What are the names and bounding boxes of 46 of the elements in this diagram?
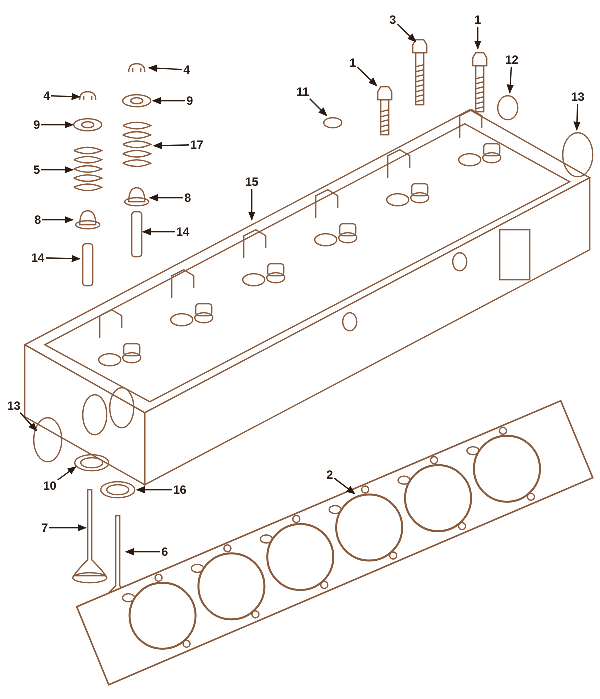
callout-number: 4: [44, 89, 50, 103]
callout-number: 10: [43, 479, 57, 493]
leader-line: [142, 228, 175, 236]
callout-number: 3: [390, 13, 396, 27]
callout-number: 9: [186, 94, 194, 108]
leader-line: [474, 27, 482, 50]
callout-number: 14: [31, 251, 45, 265]
leader-line: [248, 189, 256, 221]
callout-number: 15: [245, 175, 259, 189]
callout-number: 1: [474, 13, 482, 27]
callout-number: 6: [162, 545, 168, 559]
callout-number: 12: [505, 53, 519, 67]
leader-line: [149, 194, 184, 202]
callout-number: 13: [7, 399, 21, 413]
leader-line: [20, 412, 38, 432]
leader-line: [357, 66, 378, 87]
callout-number: 13: [571, 90, 585, 104]
leader-line: [125, 548, 160, 556]
leader-line: [148, 64, 183, 72]
leader-line: [58, 466, 77, 481]
leader-line: [46, 255, 81, 262]
callout-number: 14: [176, 225, 190, 239]
callout-number: 16: [173, 483, 187, 497]
callout-number: 5: [34, 163, 40, 177]
callout-number: 2: [326, 468, 334, 482]
leader-line: [50, 524, 87, 532]
callout-number: 7: [42, 521, 48, 535]
callout-number: 11: [296, 85, 310, 99]
callout-number: 1: [350, 56, 356, 70]
leader-line: [42, 166, 74, 174]
callout-number: 17: [190, 138, 204, 152]
leader-line: [42, 216, 74, 224]
leader-line: [152, 97, 186, 105]
leader-line: [574, 104, 581, 131]
leader-line: [310, 98, 328, 117]
callout-number: 9: [34, 118, 40, 132]
callout-number: 8: [184, 191, 192, 205]
leader-line: [334, 478, 356, 495]
leader-line: [153, 142, 190, 150]
callout-number: 4: [184, 63, 190, 77]
leader-line: [397, 24, 417, 43]
leader-line: [42, 121, 74, 129]
callout-number: 8: [34, 213, 42, 227]
leader-line: [51, 93, 81, 100]
leader-line: [506, 66, 514, 94]
leader-line: [136, 486, 172, 494]
